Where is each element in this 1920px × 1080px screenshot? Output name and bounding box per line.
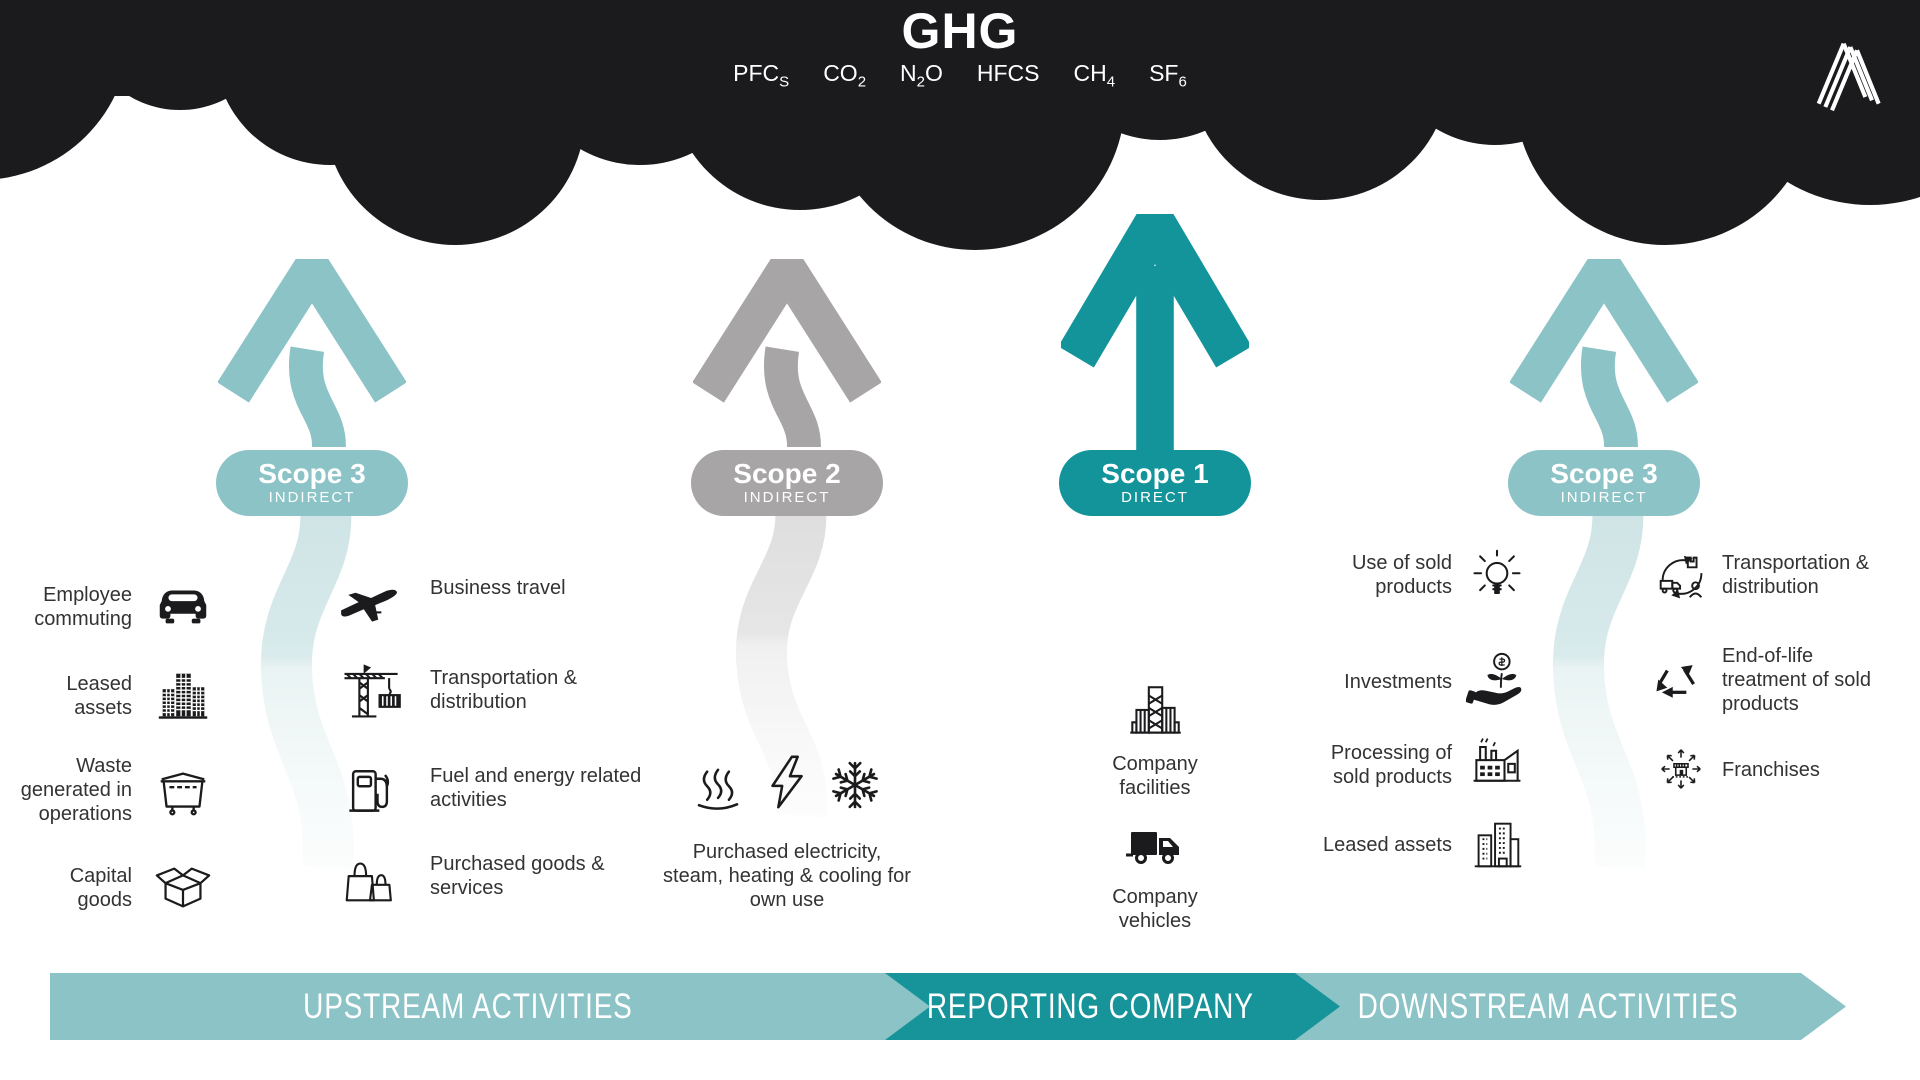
gas-item: SF6 [1149,60,1187,91]
page-title: GHG [901,3,1019,59]
lightbulb-icon [1467,547,1527,607]
truck-icon [1123,813,1187,877]
investment-hand-icon [1466,649,1528,711]
scope-type: INDIRECT [268,489,356,506]
scope3-downstream-badge: Scope 3 INDIRECT [1508,450,1700,516]
scope-name: Scope 1 [1101,458,1209,489]
recycle-icon [1651,647,1709,705]
downstream-item-label: Use of sold products [1351,552,1452,598]
dumpster-icon [152,761,214,823]
downstream-item-label: Processing of sold products [1330,742,1452,788]
banner-label: UPSTREAM ACTIVITIES [302,986,633,1026]
scope1-item-label: Company vehicles [1112,886,1198,932]
banner-reporting-company: REPORTING COMPANY [885,973,1340,1040]
city-buildings-icon [1466,814,1528,876]
upstream-item-label: Fuel and energy related activities [430,765,642,811]
downstream-item-label: Leased assets [1323,834,1452,856]
downstream-item-label: Franchises [1722,759,1820,781]
office-buildings-icon [152,664,214,726]
gas-item: HFCS [976,60,1040,86]
scope-type: INDIRECT [1560,489,1648,506]
downstream-item-label: End-of-life treatment of sold products [1722,645,1871,715]
gas-item: CH4 [1073,60,1116,91]
gas-list: PFCS CO2 N2O HFCS CH4 SF6 [0,60,1920,91]
banner-label: DOWNSTREAM ACTIVITIES [1357,986,1739,1026]
banner-label: REPORTING COMPANY [926,986,1254,1026]
stripe-a-logo [1812,30,1892,114]
logistics-cycle-icon [1651,546,1713,608]
scope2-badge: Scope 2 INDIRECT [691,450,883,516]
open-box-icon [152,857,214,919]
upstream-item-label: Business travel [430,577,566,599]
shopping-bags-icon [339,849,401,911]
factory-icon [1467,732,1527,792]
upstream-item-label: Transportation & distribution [430,667,578,713]
scope3-downstream-flow-tail [1553,512,1646,870]
fuel-pump-icon [340,760,400,820]
upstream-item-label: Capital goods [69,865,132,911]
scope2-arrow [693,259,881,447]
upstream-item-label: Employee commuting [34,584,132,630]
downstream-item-label: Transportation & distribution [1722,552,1870,598]
upstream-item-label: Waste generated in operations [20,755,132,825]
scope-type: DIRECT [1121,489,1189,506]
scope-type: INDIRECT [743,489,831,506]
gas-item: N2O [900,60,943,91]
scope1-badge: Scope 1 DIRECT [1059,450,1251,516]
scope3-upstream-arrow [218,259,406,447]
airplane-icon [337,567,403,633]
crane-icon [336,659,404,727]
gas-item: CO2 [823,60,867,91]
lightning-icon [757,751,819,813]
scope2-note: Purchased electricity, steam, heating & … [663,841,911,911]
scope-name: Scope 3 [258,458,366,489]
car-icon [152,574,214,636]
upstream-item-label: Leased assets [66,673,132,719]
scope3-upstream-badge: Scope 3 INDIRECT [216,450,408,516]
company-building-icon [1122,679,1188,745]
scope3-upstream-flow-tail [261,512,354,870]
scope3-downstream-arrow [1510,259,1698,447]
gas-item: PFCS [733,60,790,91]
upstream-item-label: Purchased goods & services [430,853,605,899]
scope1-arrow [1061,214,1249,451]
snowflake-icon [827,757,883,813]
steam-icon [689,759,747,817]
franchise-network-icon [1653,741,1709,797]
downstream-item-label: Investments [1344,671,1452,693]
scope1-item-label: Company facilities [1112,753,1198,799]
scope-name: Scope 2 [733,458,841,489]
scope-name: Scope 3 [1550,458,1658,489]
banner-downstream-activities: DOWNSTREAM ACTIVITIES [1295,973,1846,1040]
banner-upstream-activities: UPSTREAM ACTIVITIES [50,973,930,1040]
